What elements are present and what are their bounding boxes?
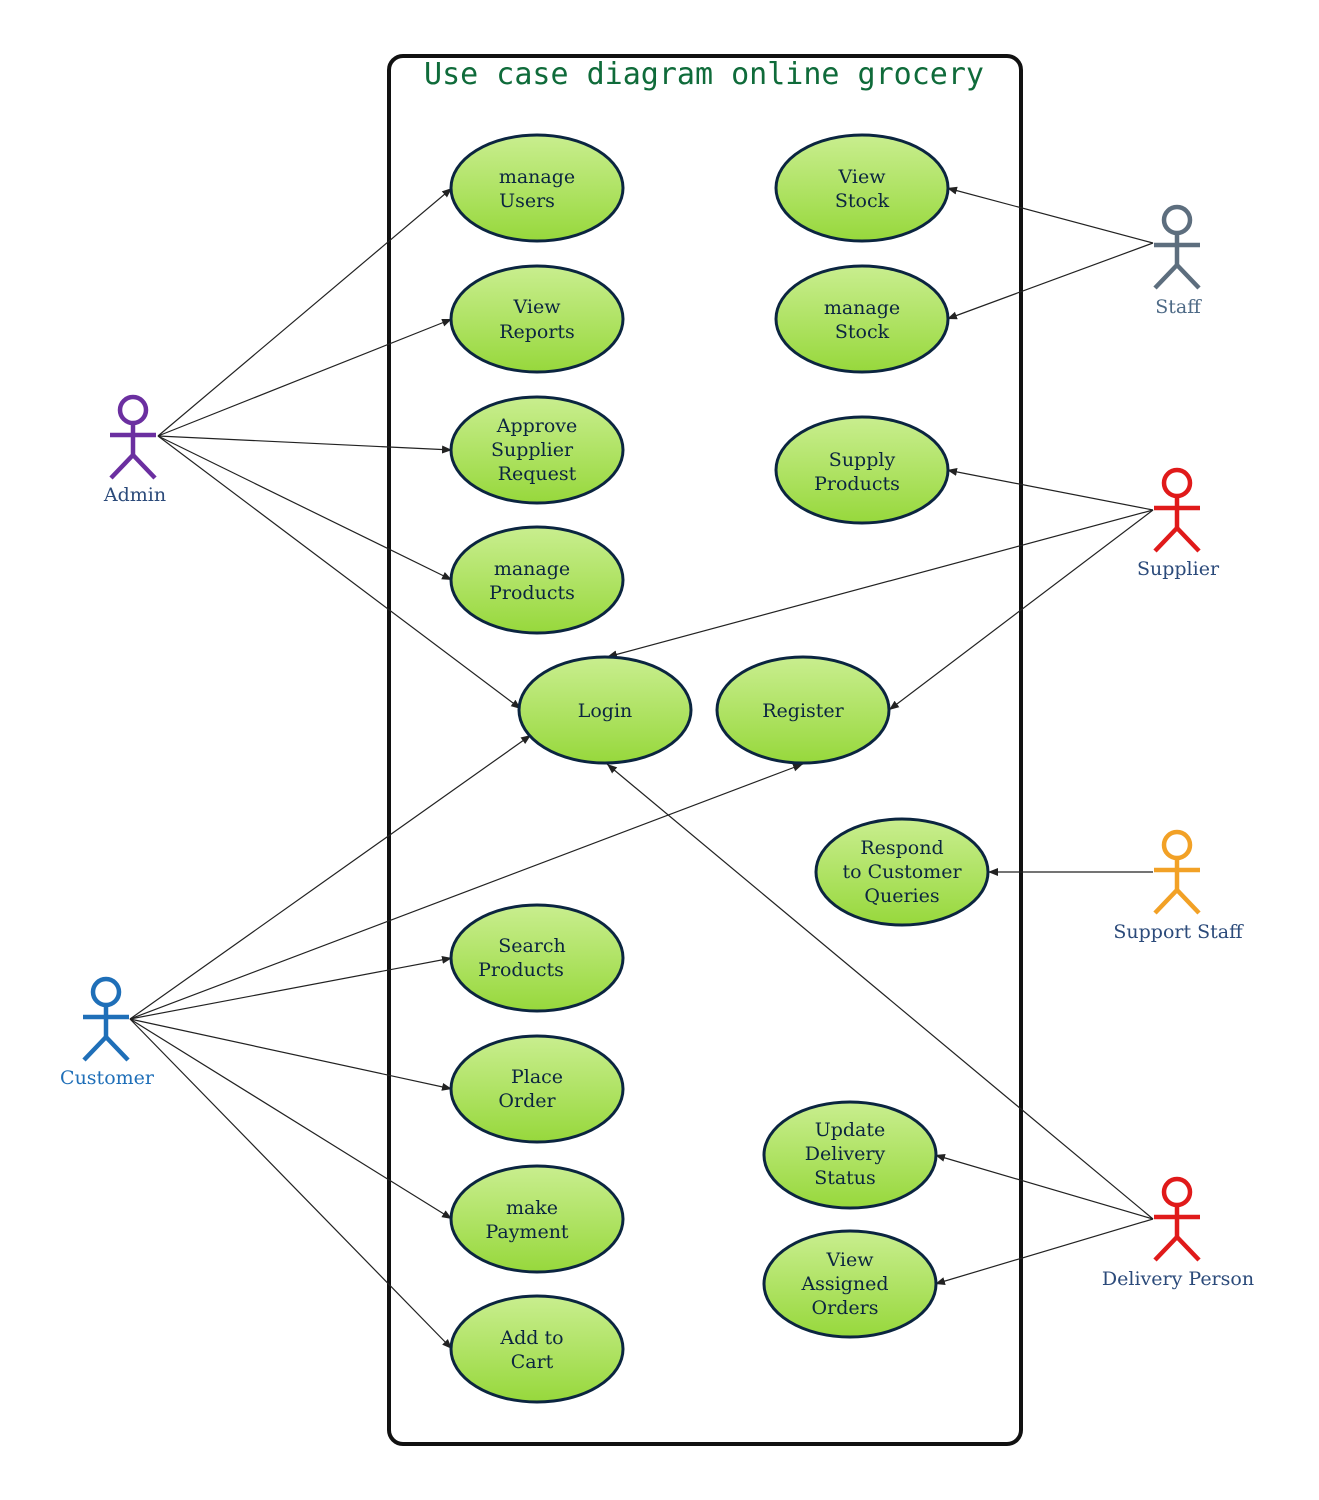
diagram-title: Use case diagram online grocery: [424, 57, 984, 92]
association-customer-to-register: [129, 763, 804, 1020]
association-admin-to-view-reports: [157, 318, 453, 437]
use-case-register[interactable]: Register: [715, 655, 891, 765]
association-supplier-to-supply-products: [946, 467, 1154, 511]
association-customer-to-make-payment: [129, 1018, 453, 1220]
use-case-label: Login: [578, 700, 633, 722]
association-delivery-person-to-login: [606, 763, 1154, 1220]
actor-customer[interactable]: Customer: [60, 976, 155, 1089]
actor-delivery-person[interactable]: Delivery Person: [1102, 1176, 1254, 1290]
actor-label-customer: Customer: [60, 1067, 155, 1089]
stick-figure-icon: [82, 976, 130, 1062]
actor-label-staff: Staff: [1155, 296, 1202, 318]
stick-figure-icon: [1153, 1176, 1201, 1262]
association-admin-to-login: [157, 435, 522, 710]
actor-label-delivery-person: Delivery Person: [1102, 1268, 1254, 1290]
use-case-label: Register: [762, 700, 844, 722]
actors: Admin Customer Staff Supplier Support St…: [60, 204, 1254, 1290]
system-boundary: [387, 54, 1023, 1446]
actor-admin[interactable]: Admin: [103, 394, 166, 506]
association-customer-to-login: [129, 734, 532, 1020]
association-delivery-person-to-view-assigned-orders: [934, 1218, 1154, 1285]
association-staff-to-view-stock: [946, 186, 1154, 244]
association-customer-to-place-order: [129, 1018, 453, 1091]
actor-supplier[interactable]: Supplier: [1137, 467, 1220, 580]
actor-label-supplier: Supplier: [1137, 558, 1220, 580]
stick-figure-icon: [109, 394, 157, 480]
association-staff-to-manage-stock: [946, 242, 1154, 320]
association-delivery-person-to-update-delivery-status: [934, 1153, 1154, 1220]
association-admin-to-manage-products: [157, 435, 453, 581]
actor-staff[interactable]: Staff: [1153, 204, 1202, 318]
association-customer-to-search-products: [129, 955, 453, 1020]
associations: [129, 186, 1154, 1350]
stick-figure-icon: [1153, 829, 1201, 915]
association-supplier-to-login: [606, 509, 1154, 659]
stick-figure-icon: [1153, 204, 1201, 290]
association-customer-to-add-to-cart: [129, 1018, 453, 1350]
association-admin-to-manage-users: [157, 187, 453, 437]
actor-support-staff[interactable]: Support Staff: [1113, 829, 1244, 943]
actor-label-admin: Admin: [103, 484, 166, 506]
association-admin-to-approve-supplier-request: [157, 435, 453, 454]
association-supplier-to-register: [888, 509, 1154, 711]
use-case-login[interactable]: Login: [517, 655, 693, 765]
stick-figure-icon: [1153, 467, 1201, 553]
actor-label-support-staff: Support Staff: [1113, 921, 1244, 943]
